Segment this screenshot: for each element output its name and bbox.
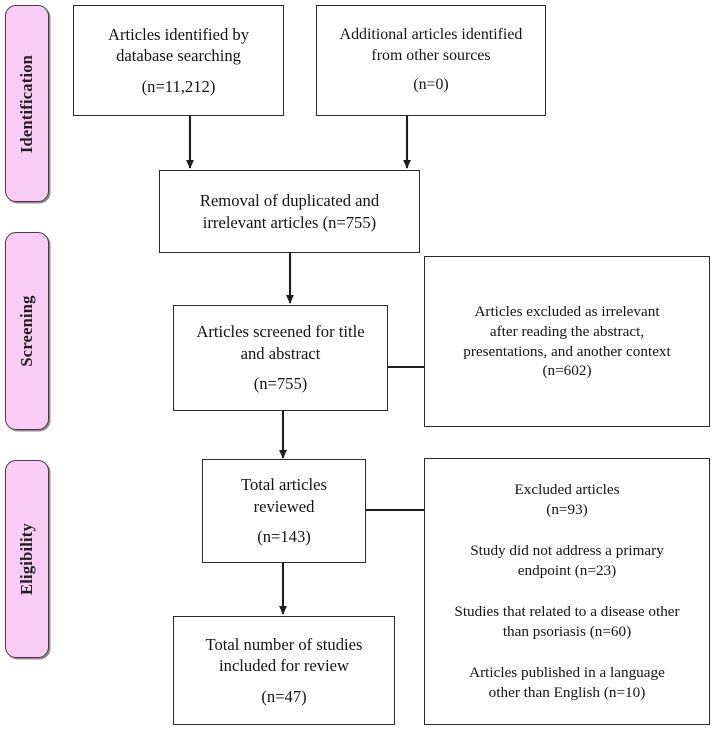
node-duplicates-removed-line-1: Removal of duplicated and	[199, 190, 380, 210]
stage-band-eligibility: Eligibility	[5, 460, 49, 658]
excluded-group-other-disease: Studies that related to a disease other …	[454, 602, 679, 642]
node-articles-reviewed-count: (n=143)	[257, 527, 311, 547]
node-records-other-sources: Additional articles identified from othe…	[316, 5, 546, 116]
node-duplicates-removed: Removal of duplicated and irrelevant art…	[159, 170, 420, 253]
node-records-excluded-line-1: Articles excluded as irrelevant	[474, 303, 660, 320]
excluded-group-language: Articles published in a language other t…	[469, 663, 665, 703]
stage-label-eligibility: Eligibility	[17, 523, 36, 595]
stage-label-screening: Screening	[17, 295, 36, 367]
excluded-group-other-disease-heading: Studies that related to a disease other	[454, 603, 680, 621]
node-records-screened-line-1: Articles screened for title	[196, 322, 365, 342]
node-articles-reviewed-line-1: Total articles	[241, 475, 327, 495]
node-records-excluded-line-2: after reading the abstract,	[489, 322, 645, 340]
excluded-group-primary-endpoint: Study did not address a primary endpoint…	[470, 541, 664, 581]
node-studies-included: Total number of studies included for rev…	[173, 616, 395, 725]
stage-band-identification: Identification	[5, 5, 49, 202]
node-studies-included-line-1: Total number of studies	[205, 634, 363, 654]
excluded-group-other-disease-detail: than psoriasis (n=60)	[502, 622, 632, 640]
node-records-other-sources-line-1: Additional articles identified	[339, 26, 523, 44]
node-records-database-count: (n=11,212)	[141, 76, 216, 96]
stage-label-identification: Identification	[17, 54, 36, 153]
stage-band-screening: Screening	[5, 232, 49, 430]
node-records-excluded-count: (n=602)	[542, 362, 592, 380]
excluded-group-primary-endpoint-detail: endpoint (n=23)	[517, 562, 617, 580]
excluded-group-language-detail: other than English (n=10)	[488, 683, 646, 701]
node-records-database-line-1: Articles identified by	[107, 24, 249, 44]
node-records-screened-count: (n=755)	[253, 374, 308, 394]
node-articles-excluded-detail: Excluded articles (n=93) Study did not a…	[424, 458, 710, 725]
node-records-other-sources-line-2: from other sources	[371, 46, 491, 64]
node-records-screened-line-2: and abstract	[240, 343, 321, 363]
node-records-screened: Articles screened for title and abstract…	[173, 305, 388, 411]
excluded-group-language-heading: Articles published in a language	[469, 664, 665, 682]
node-articles-reviewed: Total articles reviewed (n=143)	[202, 459, 366, 563]
node-articles-reviewed-line-2: reviewed	[253, 496, 315, 516]
node-studies-included-line-2: included for review	[219, 656, 349, 676]
node-records-database-line-2: database searching	[116, 46, 241, 66]
node-records-excluded-line-3: presentations, and another context	[463, 342, 671, 360]
excluded-group-overall-heading: Excluded articles	[514, 481, 620, 499]
node-duplicates-removed-line-2: irrelevant articles (n=755)	[202, 212, 377, 232]
excluded-group-overall-detail: (n=93)	[546, 501, 588, 519]
node-records-other-sources-count: (n=0)	[413, 76, 449, 94]
node-records-excluded: Articles excluded as irrelevant after re…	[424, 256, 710, 427]
excluded-group-overall: Excluded articles (n=93)	[515, 480, 620, 520]
node-studies-included-count: (n=47)	[261, 686, 307, 706]
excluded-group-primary-endpoint-heading: Study did not address a primary	[470, 542, 664, 560]
node-records-database: Articles identified by database searchin…	[73, 5, 284, 116]
